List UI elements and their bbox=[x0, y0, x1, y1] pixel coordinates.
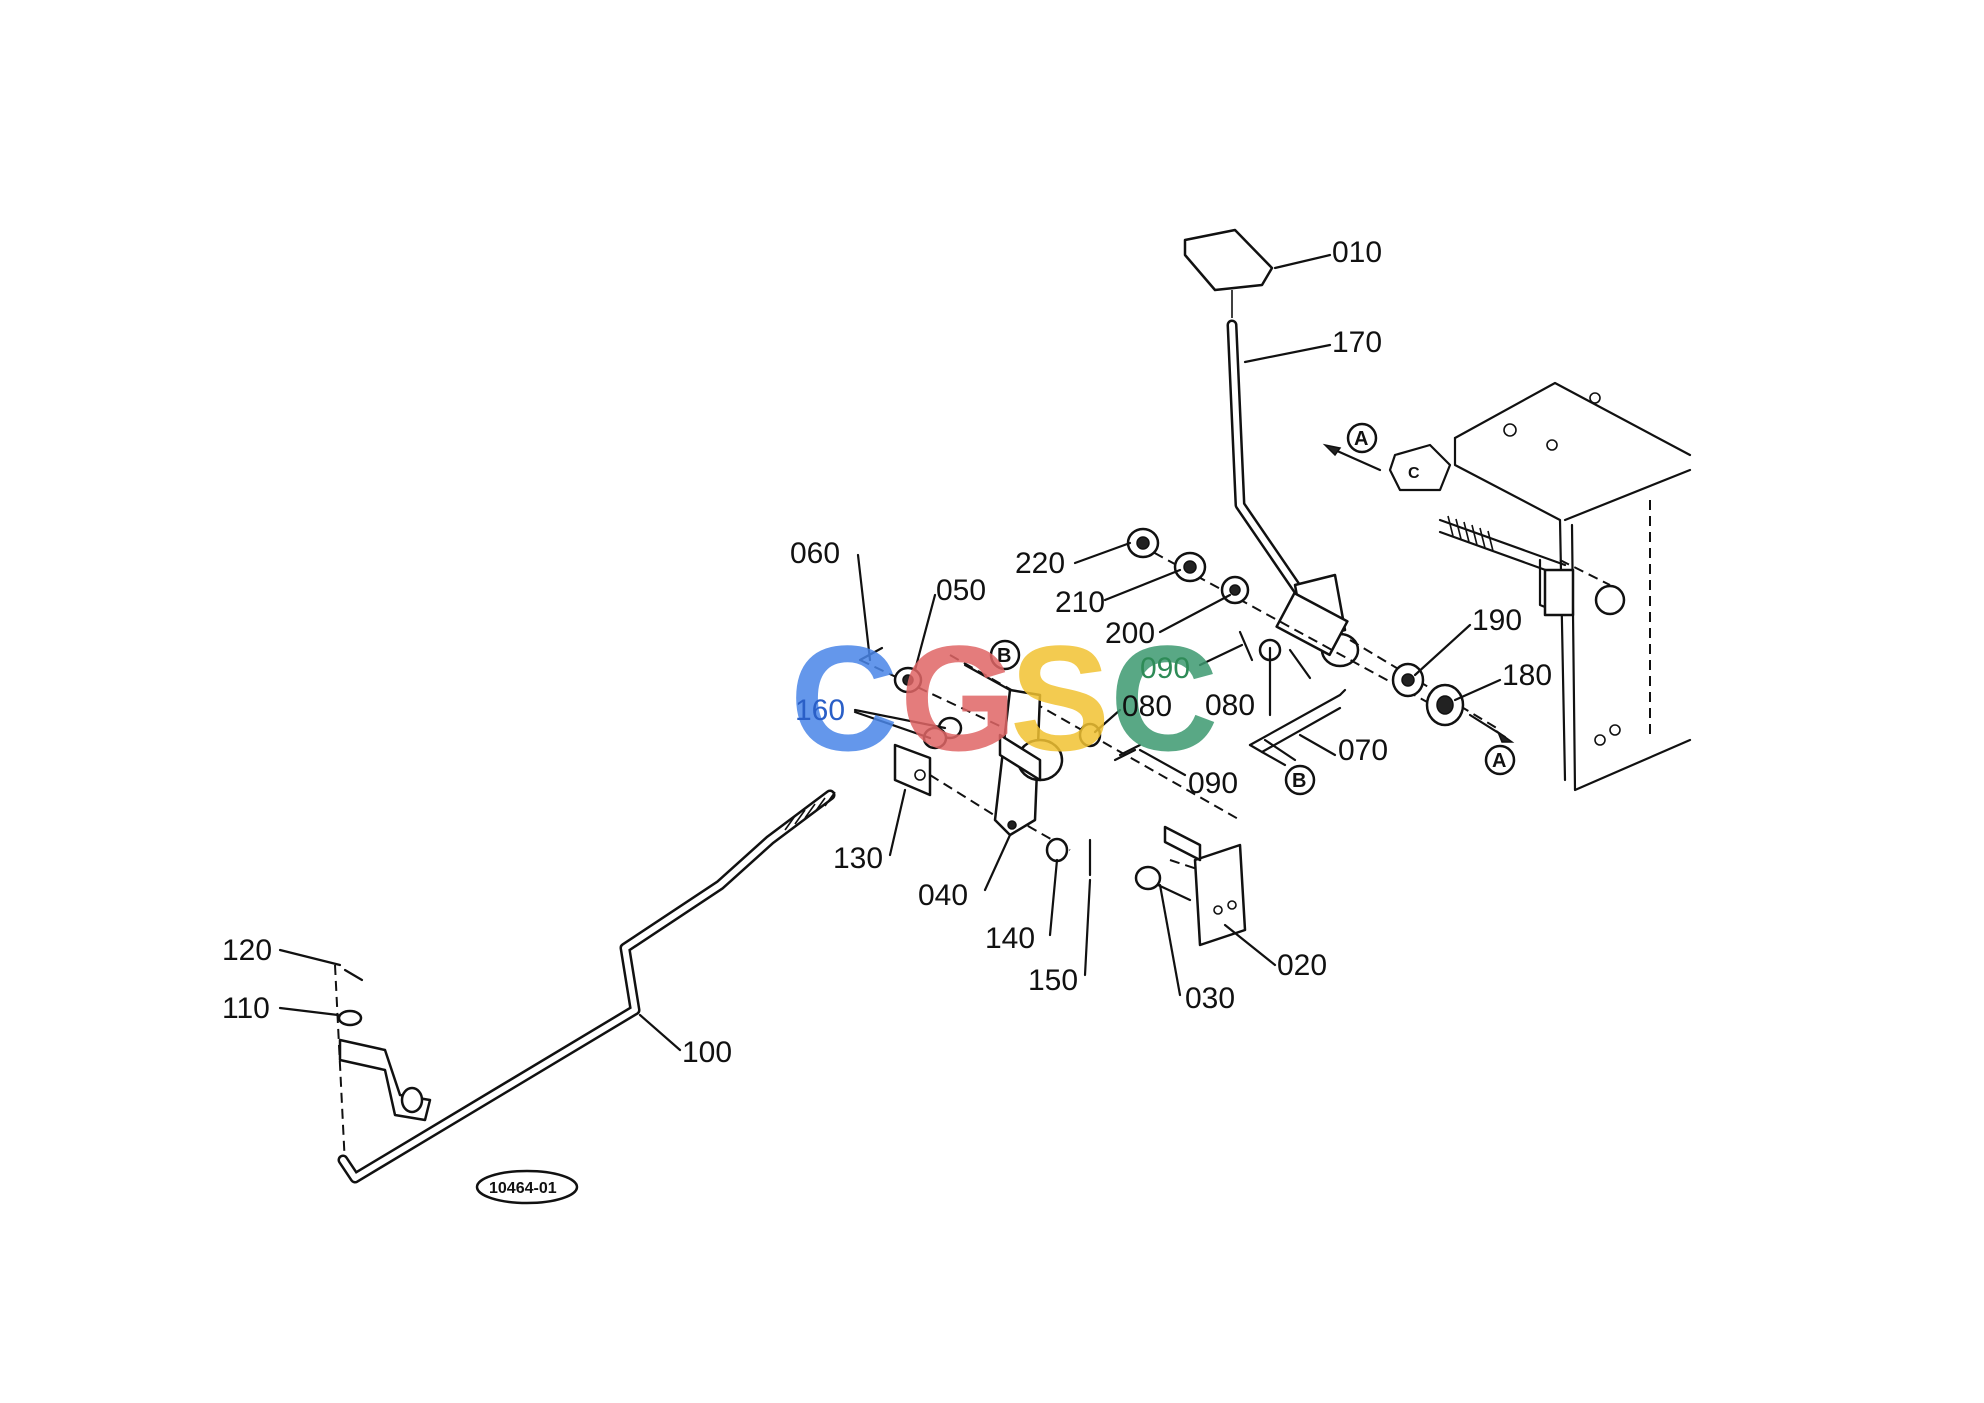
part-label-150: 150 bbox=[1028, 964, 1078, 997]
part-label-170: 170 bbox=[1332, 326, 1382, 359]
part-label-130: 130 bbox=[833, 842, 883, 875]
watermark-logo: C G S C bbox=[790, 614, 1218, 782]
leader-lines bbox=[278, 253, 1502, 1052]
part-label-060: 060 bbox=[790, 537, 840, 570]
part-label-190: 190 bbox=[1472, 604, 1522, 637]
section-marker-b-bottom: B bbox=[1263, 738, 1316, 796]
part-label-040: 040 bbox=[918, 879, 968, 912]
watermark-letter-c: C bbox=[790, 614, 898, 782]
part-label-210: 210 bbox=[1055, 586, 1105, 619]
lever-rod bbox=[1226, 319, 1311, 606]
part-label-080-right: 080 bbox=[1205, 689, 1255, 722]
part-label-120: 120 bbox=[222, 934, 272, 967]
part-label-080-left: 080 bbox=[1122, 690, 1172, 723]
pedal-lever-assembly bbox=[1183, 228, 1360, 680]
svg-text:C: C bbox=[1408, 465, 1420, 482]
svg-text:A: A bbox=[1354, 428, 1368, 450]
part-label-030: 030 bbox=[1185, 982, 1235, 1015]
part-label-200: 200 bbox=[1105, 617, 1155, 650]
section-markers: A A B B bbox=[963, 422, 1516, 796]
figure-reference: 10464-01 bbox=[475, 1169, 579, 1205]
spring-coil bbox=[1447, 515, 1494, 552]
part-label-100: 100 bbox=[682, 1036, 732, 1069]
bracket-part bbox=[1193, 843, 1247, 947]
figure-reference-text: 10464-01 bbox=[489, 1180, 557, 1197]
part-label-220: 220 bbox=[1015, 547, 1065, 580]
section-marker-a-bottom: A bbox=[1468, 713, 1516, 776]
part-label-090-lower: 090 bbox=[1188, 767, 1238, 800]
part-label-140: 140 bbox=[985, 922, 1035, 955]
part-label-010: 010 bbox=[1332, 236, 1382, 269]
part-label-050: 050 bbox=[936, 574, 986, 607]
watermark-letter-s: S bbox=[1010, 614, 1110, 782]
part-label-020: 020 bbox=[1277, 949, 1327, 982]
svg-text:A: A bbox=[1492, 750, 1506, 772]
section-marker-b-top: B bbox=[963, 639, 1021, 692]
watermark-letter-c2: C bbox=[1110, 614, 1218, 782]
frame-bracket: C bbox=[1388, 381, 1692, 792]
middle-assembly bbox=[858, 646, 1247, 947]
section-marker-a-top: A bbox=[1322, 422, 1382, 472]
part-label-090-upper: 090 bbox=[1140, 652, 1190, 685]
part-label-070: 070 bbox=[1338, 734, 1388, 767]
part-label-160: 160 bbox=[795, 694, 845, 727]
part-labels: 010 170 220 210 200 190 180 060 050 160 … bbox=[222, 236, 1552, 1069]
watermark-letter-g: G bbox=[900, 614, 1017, 782]
knob-part bbox=[1183, 228, 1274, 292]
part-label-180: 180 bbox=[1502, 659, 1552, 692]
svg-text:B: B bbox=[1292, 770, 1306, 792]
svg-text:B: B bbox=[997, 645, 1011, 667]
long-control-rod bbox=[337, 789, 836, 1184]
part-label-110: 110 bbox=[222, 992, 270, 1025]
